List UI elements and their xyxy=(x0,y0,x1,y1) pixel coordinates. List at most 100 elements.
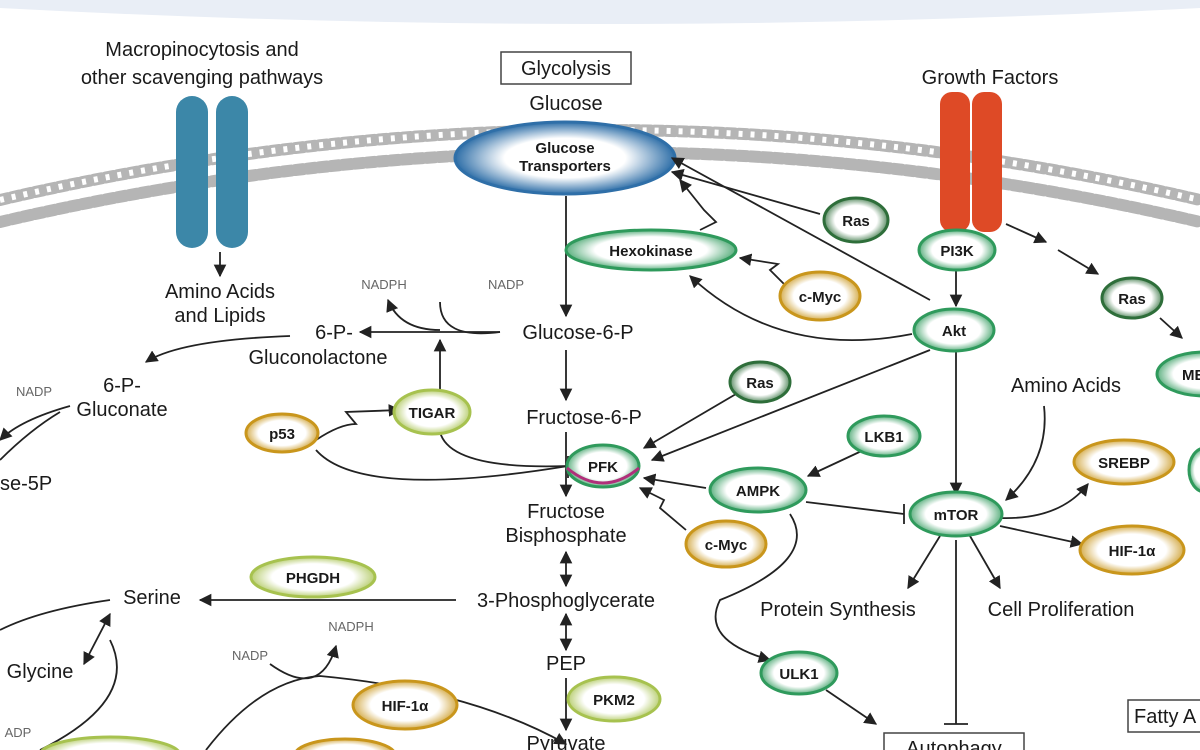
arrow-ras-to-pfk xyxy=(642,393,737,449)
srebp-label: SREBP xyxy=(1098,455,1150,472)
pkm2-label: PKM2 xyxy=(593,692,635,709)
ampk-node[interactable]: AMPK xyxy=(708,466,808,514)
arrow-p53-to-tigar xyxy=(315,404,402,441)
line-serine-down xyxy=(39,639,118,750)
fatty-acid-box xyxy=(1127,699,1200,733)
arrow-akt-to-hexokinase xyxy=(689,275,913,342)
pfk-label: PFK xyxy=(588,459,618,476)
cmyc-bottom-node[interactable]: c-Myc xyxy=(684,519,768,569)
arrow-mtor-to-srebp xyxy=(999,483,1089,519)
arrow-akt-to-transporter xyxy=(670,157,931,301)
adp-label: ADP xyxy=(5,725,32,740)
glucose-transporters-label-2: Transporters xyxy=(519,158,611,175)
pathway-arrows xyxy=(0,157,1183,750)
line-ampk-to-mtor xyxy=(805,501,905,515)
macropinocytosis-label-1: Macropinocytosis and xyxy=(105,39,298,61)
growth-factor-receptor-icon xyxy=(940,92,1002,232)
phgdh-label: PHGDH xyxy=(286,570,340,587)
glycolysis-box xyxy=(500,51,632,85)
glycolysis-label: Glycolysis xyxy=(521,58,611,80)
lkb1-node[interactable]: LKB1 xyxy=(846,414,922,458)
glucose-label: Glucose xyxy=(529,93,602,115)
amino-acids-lipids-label-2: and Lipids xyxy=(174,305,265,327)
pyruvate-label: Pyruvate xyxy=(527,733,606,750)
glycine-label: Glycine xyxy=(7,661,74,683)
protein-synthesis-label: Protein Synthesis xyxy=(760,599,916,621)
phgdh-node[interactable]: PHGDH xyxy=(249,555,377,599)
cmyc-top-node[interactable]: c-Myc xyxy=(778,270,862,322)
glucose-transporters-label-1: Glucose xyxy=(535,140,594,157)
ras-mid-label: Ras xyxy=(746,375,774,392)
ulk1-node[interactable]: ULK1 xyxy=(759,650,839,696)
mtor-label: mTOR xyxy=(934,507,979,524)
me-node[interactable]: ME xyxy=(1155,350,1200,398)
arrow-gluconate-left xyxy=(0,405,71,441)
lkb1-label: LKB1 xyxy=(864,429,903,446)
p53-node[interactable]: p53 xyxy=(244,412,320,454)
ras-top-node[interactable]: Ras xyxy=(822,196,890,244)
tigar-node[interactable]: TIGAR xyxy=(392,388,472,436)
serine-label: Serine xyxy=(123,587,181,609)
akt-node[interactable]: Akt xyxy=(912,307,996,353)
arrow-cmyc-to-pfk xyxy=(638,487,687,531)
ras-mid-node[interactable]: Ras xyxy=(728,360,792,404)
arrow-mtor-to-proliferation xyxy=(969,535,1001,590)
arrow-nadph-out xyxy=(386,298,441,331)
hexokinase-node[interactable]: Hexokinase xyxy=(564,228,738,272)
pep-label: PEP xyxy=(546,653,586,675)
pi3k-node[interactable]: PI3K xyxy=(917,228,997,272)
arrow-nadp-cofactor xyxy=(439,301,501,335)
ulk1-label: ULK1 xyxy=(779,666,818,683)
nadp-bottom-label: NADP xyxy=(232,648,268,663)
nadp-top-label: NADP xyxy=(488,277,524,292)
fatty-acid-label: Fatty A xyxy=(1134,706,1197,728)
cmyc-bottom-label: c-Myc xyxy=(705,537,748,554)
scavenging-channel-icon xyxy=(176,96,248,248)
arrow-nadph-bottom xyxy=(269,644,339,680)
hif-bottom-node[interactable]: HIF-1α xyxy=(351,679,459,731)
ribulose-label: se-5P xyxy=(0,473,52,495)
arrow-ras-hex-to-transporter xyxy=(679,179,718,231)
line-serine-left xyxy=(0,599,111,631)
gluconolactone-label-2: Gluconolactone xyxy=(249,347,388,369)
macropinocytosis-label-2: other scavenging pathways xyxy=(81,67,323,89)
ras-right-label: Ras xyxy=(1118,291,1146,308)
glucose-6-p-label: Glucose-6-P xyxy=(522,322,633,344)
partial-bottom-mid-node xyxy=(295,737,395,750)
arrow-ras-to-me xyxy=(1159,317,1183,339)
mtor-node[interactable]: mTOR xyxy=(908,490,1004,538)
gluconate-label-1: 6-P- xyxy=(103,375,141,397)
arrow-mtor-to-hif xyxy=(999,525,1084,548)
partial-right-node xyxy=(1187,447,1200,493)
arrow-ampk-to-pfk xyxy=(642,473,707,489)
arrow-akt-to-pfk xyxy=(650,349,931,462)
pfk-node[interactable]: PFK xyxy=(565,443,641,489)
nadp-left-label: NADP xyxy=(16,384,52,399)
line-p53-to-pfk xyxy=(315,449,569,481)
3-phosphoglycerate-label: 3-Phosphoglycerate xyxy=(477,590,655,612)
hif-right-node[interactable]: HIF-1α xyxy=(1078,524,1186,576)
arrow-mtor-to-protein xyxy=(907,535,941,590)
arrow-cmyc-to-hexokinase xyxy=(738,253,791,291)
amino-acids-label: Amino Acids xyxy=(1011,375,1121,397)
ras-right-node[interactable]: Ras xyxy=(1100,276,1164,320)
srebp-node[interactable]: SREBP xyxy=(1072,438,1176,486)
arrow-receptor-to-ras-2 xyxy=(1057,249,1100,275)
autophagy-label: Autophagy xyxy=(906,738,1002,750)
arrow-amino-to-mtor xyxy=(1005,405,1046,501)
pkm2-node[interactable]: PKM2 xyxy=(566,675,662,723)
arrow-serine-glycine xyxy=(83,612,111,666)
arrow-to-gluconate xyxy=(144,335,291,363)
line-tigar-to-pfk xyxy=(439,431,569,468)
arrow-ras-to-transporter xyxy=(670,169,821,215)
arrow-to-pyruvate xyxy=(205,675,568,750)
top-band xyxy=(0,0,1200,24)
glucose-transporters-node[interactable]: Glucose Transporters xyxy=(453,120,677,196)
fructose-6-p-label: Fructose-6-P xyxy=(526,407,642,429)
hif-bottom-label: HIF-1α xyxy=(382,698,430,715)
amino-acids-lipids-label-1: Amino Acids xyxy=(165,281,275,303)
autophagy-box xyxy=(883,732,1025,750)
hexokinase-label: Hexokinase xyxy=(609,243,692,260)
